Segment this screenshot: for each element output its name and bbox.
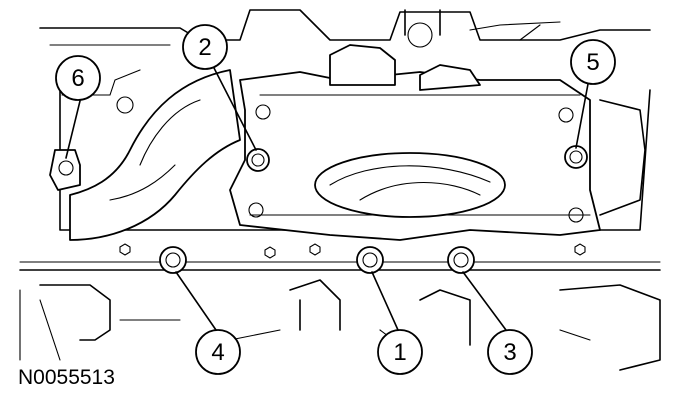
numbered-callout-circle-icon bbox=[570, 39, 616, 85]
exhaust-pipe bbox=[49, 69, 241, 241]
bolt-2 bbox=[246, 148, 270, 172]
callout-5: 5 bbox=[570, 39, 616, 85]
manifold-flange bbox=[229, 44, 601, 241]
callout-number: 6 bbox=[71, 65, 84, 92]
numbered-callout-circle-icon bbox=[487, 329, 533, 375]
bolt-4 bbox=[159, 246, 187, 274]
callout-number: 3 bbox=[503, 339, 516, 366]
numbered-callout-circle-icon bbox=[195, 329, 241, 375]
callout-6: 6 bbox=[55, 55, 101, 101]
callout-number: 1 bbox=[393, 339, 406, 366]
callout-2: 2 bbox=[182, 24, 228, 70]
callout-4: 4 bbox=[195, 329, 241, 375]
numbered-callout-circle-icon bbox=[377, 329, 423, 375]
bolt-5 bbox=[564, 145, 588, 169]
callout-leaders bbox=[65, 67, 589, 331]
callout-number: 4 bbox=[211, 339, 224, 366]
numbered-callout-circle-icon bbox=[182, 24, 228, 70]
callout-3: 3 bbox=[487, 329, 533, 375]
callout-number: 2 bbox=[198, 34, 211, 61]
callout-number: 5 bbox=[586, 49, 599, 76]
figure-reference-number: N0055513 bbox=[18, 366, 115, 389]
numbered-callout-circle-icon bbox=[55, 55, 101, 101]
callout-1: 1 bbox=[377, 329, 423, 375]
bolt-1 bbox=[356, 246, 384, 274]
bolt-3 bbox=[447, 246, 475, 274]
